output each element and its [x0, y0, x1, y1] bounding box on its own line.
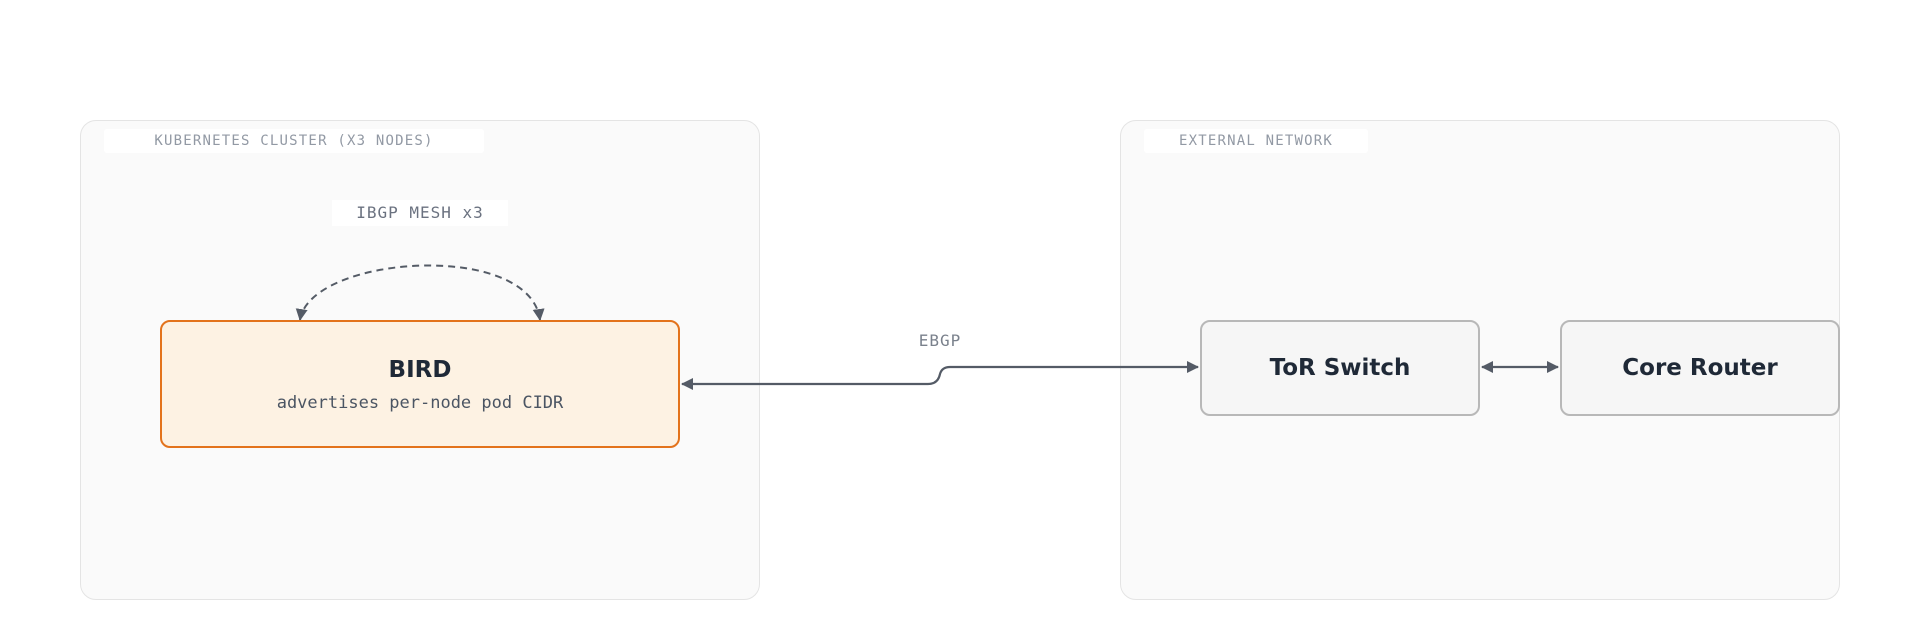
core-router-node[interactable]: Core Router [1560, 320, 1840, 416]
core-router-title: Core Router [1622, 355, 1778, 381]
external-network-label: EXTERNAL NETWORK [1144, 129, 1368, 153]
bird-node[interactable]: BIRD advertises per-node pod CIDR [160, 320, 680, 448]
kubernetes-cluster-label: KUBERNETES CLUSTER (X3 NODES) [104, 129, 484, 153]
tor-switch-title: ToR Switch [1269, 355, 1411, 381]
bird-node-subtitle: advertises per-node pod CIDR [276, 393, 564, 413]
ebgp-label: EBGP [910, 328, 970, 354]
tor-switch-node[interactable]: ToR Switch [1200, 320, 1480, 416]
ibgp-mesh-label: IBGP MESH x3 [332, 200, 508, 226]
bird-node-title: BIRD [388, 357, 452, 383]
ibgp-mesh-edge [295, 264, 545, 321]
ebgp-edge [681, 361, 1199, 390]
